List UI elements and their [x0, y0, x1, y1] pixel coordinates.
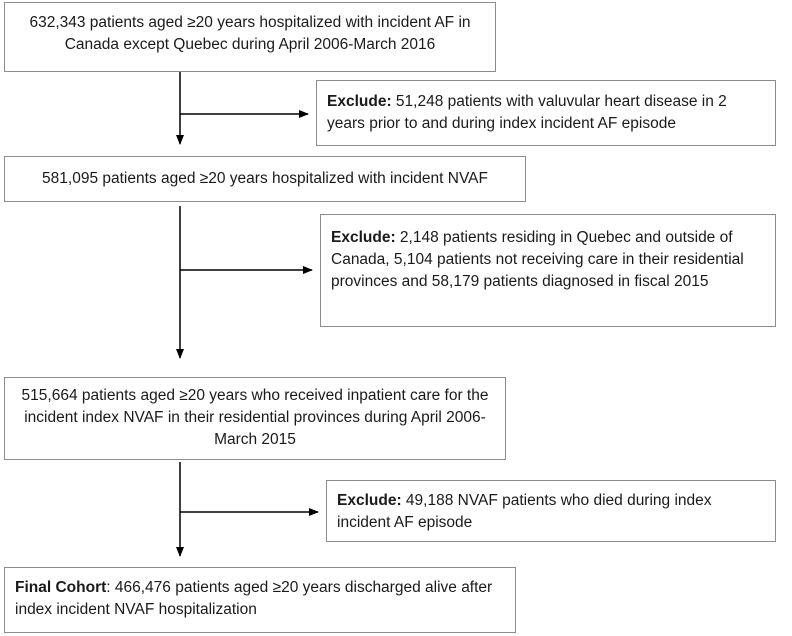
exclude3-text: 49,188 NVAF patients who died during ind…	[337, 492, 712, 531]
final-box: Final Cohort: 466,476 patients aged ≥20 …	[4, 567, 516, 633]
step2-text: 581,095 patients aged ≥20 years hospital…	[42, 170, 488, 187]
exclude1-label: Exclude:	[327, 93, 392, 110]
exclude1-text: 51,248 patients with valuvular heart dis…	[327, 93, 727, 132]
exclude3-box: Exclude: 49,188 NVAF patients who died d…	[326, 480, 776, 542]
step1-text: 632,343 patients aged ≥20 years hospital…	[29, 14, 471, 53]
final-text: : 466,476 patients aged ≥20 years discha…	[15, 579, 493, 618]
final-label: Final Cohort	[15, 579, 107, 596]
exclude2-label: Exclude:	[331, 229, 396, 246]
step1-box: 632,343 patients aged ≥20 years hospital…	[4, 2, 496, 72]
step2-box: 581,095 patients aged ≥20 years hospital…	[4, 156, 526, 202]
exclude2-box: Exclude: 2,148 patients residing in Queb…	[320, 214, 776, 327]
exclude3-label: Exclude:	[337, 492, 402, 509]
step3-box: 515,664 patients aged ≥20 years who rece…	[4, 377, 506, 460]
exclude2-text: 2,148 patients residing in Quebec and ou…	[331, 229, 744, 290]
step3-text: 515,664 patients aged ≥20 years who rece…	[21, 387, 489, 448]
exclude1-box: Exclude: 51,248 patients with valuvular …	[316, 80, 776, 146]
